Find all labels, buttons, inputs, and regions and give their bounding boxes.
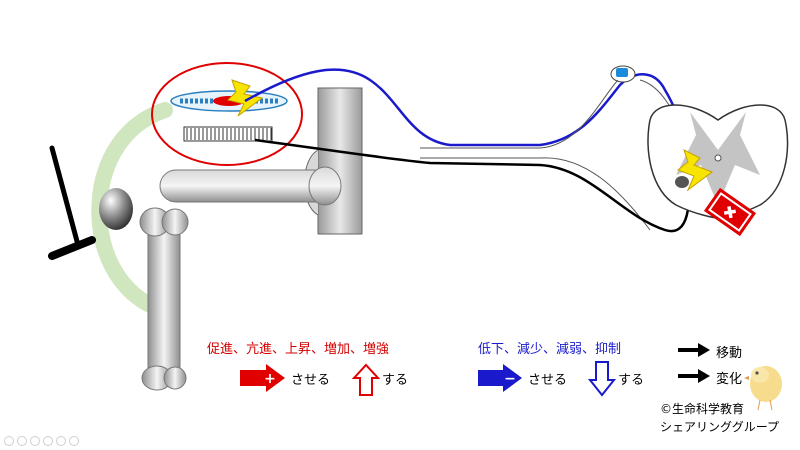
move-label: 移動 xyxy=(716,346,743,361)
right-arrow-icon-move xyxy=(678,343,710,357)
quadriceps-muscle xyxy=(91,102,173,313)
muscle-spindle-callout xyxy=(151,62,303,166)
up-arrow-icon xyxy=(351,363,381,396)
lightning-icon-spinal xyxy=(677,149,714,192)
dorsal-root-ganglion xyxy=(610,65,636,83)
pelvis-bone xyxy=(317,87,363,235)
credit-line1: ©生命科学教育 xyxy=(660,402,745,416)
efferent-neuron xyxy=(254,138,691,233)
increase-action: させる xyxy=(291,373,331,388)
decrease-suffix: する xyxy=(618,373,645,388)
reflex-hammer-icon xyxy=(48,145,96,260)
muscle-fiber-stripes xyxy=(183,126,273,142)
credit-line2: シェアリンググループ xyxy=(660,420,780,434)
next-control[interactable] xyxy=(17,436,27,446)
change-label: 変化 xyxy=(716,372,743,387)
prev-control[interactable] xyxy=(4,436,14,446)
lightning-icon xyxy=(227,79,264,117)
increase-suffix: する xyxy=(382,373,409,388)
menu-control[interactable] xyxy=(69,436,79,446)
increase-terms: 促進、亢進、上昇、増加、増強 xyxy=(207,342,390,357)
decrease-action: させる xyxy=(528,373,568,388)
svg-text:+: + xyxy=(264,371,276,387)
spinal-cord xyxy=(647,104,789,219)
plus-arrow-icon: + xyxy=(240,364,285,392)
inhibit-cross-icon: ✖ xyxy=(703,187,757,237)
view-control[interactable] xyxy=(43,436,53,446)
tibia-bone xyxy=(139,207,189,391)
minus-arrow-icon: − xyxy=(478,364,522,392)
slide-controls[interactable] xyxy=(4,436,79,446)
decrease-terms: 低下、減少、減弱、抑制 xyxy=(478,342,622,357)
femur-bone xyxy=(159,166,342,206)
right-arrow-icon-change xyxy=(678,369,710,383)
pen-control[interactable] xyxy=(30,436,40,446)
afferent-neuron xyxy=(244,68,702,166)
down-arrow-icon xyxy=(587,361,617,397)
chick-icon xyxy=(744,366,782,411)
patella xyxy=(99,188,133,230)
zoom-control[interactable] xyxy=(56,436,66,446)
svg-text:−: − xyxy=(504,371,516,387)
